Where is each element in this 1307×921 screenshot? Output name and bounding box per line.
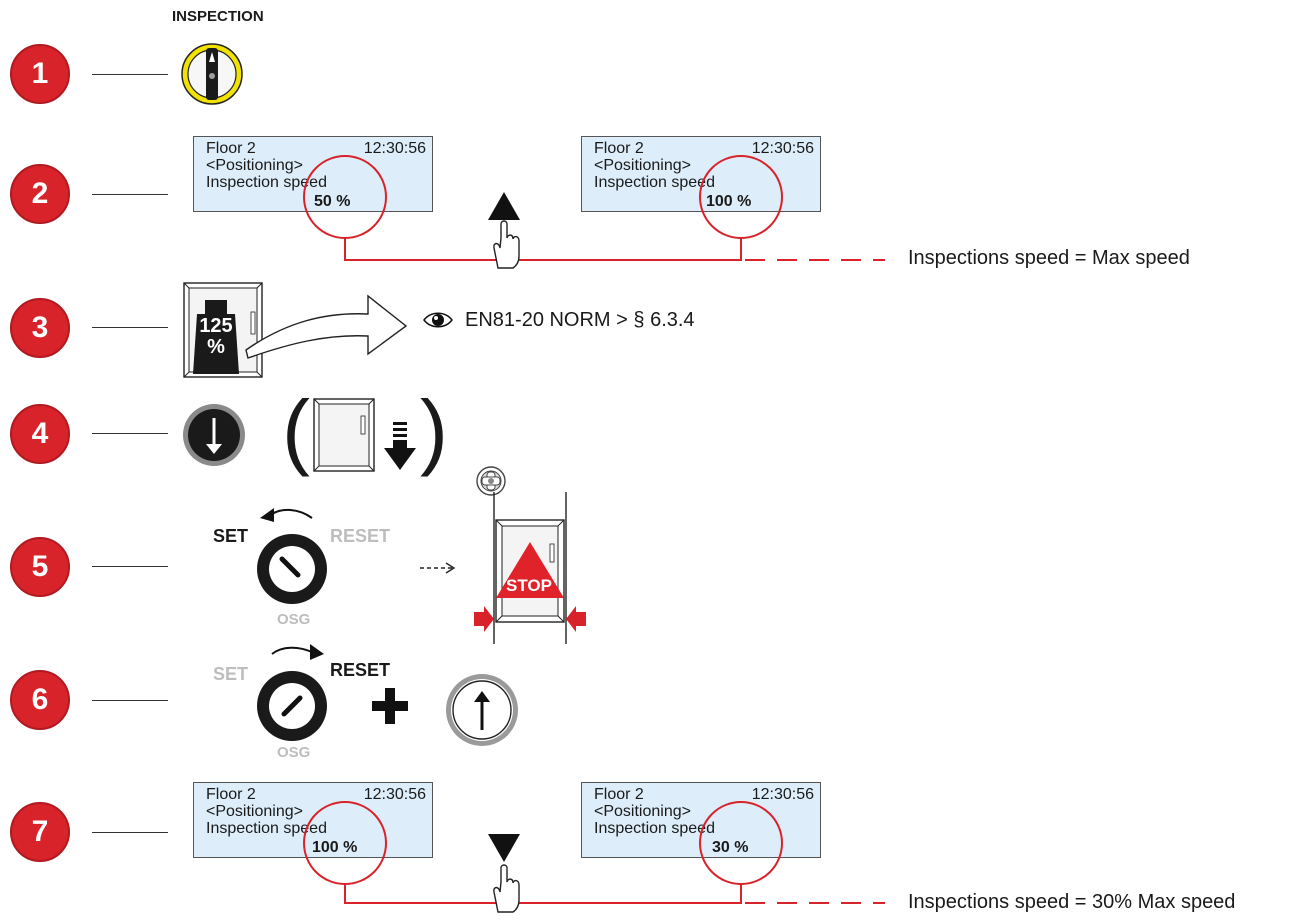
lcd-time: 12:30:56 <box>751 140 814 157</box>
cabin-weight-icon <box>183 282 263 378</box>
dashed-arrow-icon <box>420 562 456 574</box>
lcd-mode: <Positioning> <box>594 157 691 174</box>
lcd-mode: <Positioning> <box>206 157 303 174</box>
osg-knob-icon <box>257 644 327 741</box>
lcd-floor: Floor 2 <box>594 786 644 803</box>
lcd-mode: <Positioning> <box>594 803 691 820</box>
lcd-speed-label: Inspection speed <box>594 820 715 837</box>
inspection-title: INSPECTION <box>172 8 264 25</box>
up-button-icon <box>446 674 518 746</box>
step-4-connector <box>92 433 168 434</box>
stop-label: STOP <box>506 576 552 595</box>
step-5-badge: 5 <box>10 537 70 597</box>
lcd-time: 12:30:56 <box>363 786 426 803</box>
norm-reference: EN81-20 NORM > § 6.3.4 <box>465 309 695 331</box>
lcd-display-before: Floor 2 12:30:56 <Positioning> Inspectio… <box>193 136 433 212</box>
curved-arrow-icon <box>245 294 408 359</box>
down-button-icon <box>183 404 245 466</box>
lcd-time: 12:30:56 <box>363 140 426 157</box>
osg-label: OSG <box>277 611 311 628</box>
step-3-connector <box>92 327 168 328</box>
lcd-time: 12:30:56 <box>751 786 814 803</box>
lcd-floor: Floor 2 <box>594 140 644 157</box>
lcd-speed-label: Inspection speed <box>206 820 327 837</box>
up-arrow-hand-icon <box>488 192 520 269</box>
step-3-badge: 3 <box>10 298 70 358</box>
step-2-caption: Inspections speed = Max speed <box>908 247 1190 269</box>
lcd-speed-label: Inspection speed <box>206 174 327 191</box>
step-5-connector <box>92 566 168 567</box>
open-parenthesis: ( <box>282 383 310 477</box>
lcd-display-before: Floor 2 12:30:56 <Positioning> Inspectio… <box>193 782 433 858</box>
osg-knob-icon <box>257 508 327 604</box>
lcd-floor: Floor 2 <box>206 786 256 803</box>
lcd-speed-label: Inspection speed <box>594 174 715 191</box>
step-2-connector <box>92 194 168 195</box>
reset-label: RESET <box>330 660 391 680</box>
remote-control-icon <box>476 466 506 496</box>
weight-unit: % <box>207 336 225 358</box>
step-6-connector <box>92 700 168 701</box>
step-7-caption: Inspections speed = 30% Max speed <box>908 891 1236 913</box>
weight-value: 125 <box>199 315 233 337</box>
reset-label: RESET <box>330 526 391 546</box>
lcd-speed-value: 100 % <box>706 193 752 210</box>
step-2-badge: 2 <box>10 164 70 224</box>
down-arrow-hand-icon <box>488 834 520 913</box>
lcd-speed-value: 100 % <box>312 839 358 856</box>
eye-icon <box>423 312 453 328</box>
step-4-badge: 4 <box>10 404 70 464</box>
step-7-badge: 7 <box>10 802 70 862</box>
osg-label: OSG <box>277 744 311 761</box>
step-7-connector <box>92 832 168 833</box>
close-parenthesis: ) <box>420 383 448 477</box>
plus-icon <box>372 688 408 724</box>
set-label: SET <box>213 664 249 684</box>
step-6-badge: 6 <box>10 670 70 730</box>
lcd-speed-value: 50 % <box>314 193 351 210</box>
lcd-floor: Floor 2 <box>206 140 256 157</box>
inspection-key-icon <box>181 43 243 105</box>
lcd-mode: <Positioning> <box>206 803 303 820</box>
step-1-connector <box>92 74 168 75</box>
step-1-badge: 1 <box>10 44 70 104</box>
set-label: SET <box>213 526 249 546</box>
cabin-stop-icon <box>474 492 586 644</box>
lcd-speed-value: 30 % <box>712 839 749 856</box>
cabin-down-icon <box>313 398 375 472</box>
down-arrow-icon <box>384 422 416 470</box>
